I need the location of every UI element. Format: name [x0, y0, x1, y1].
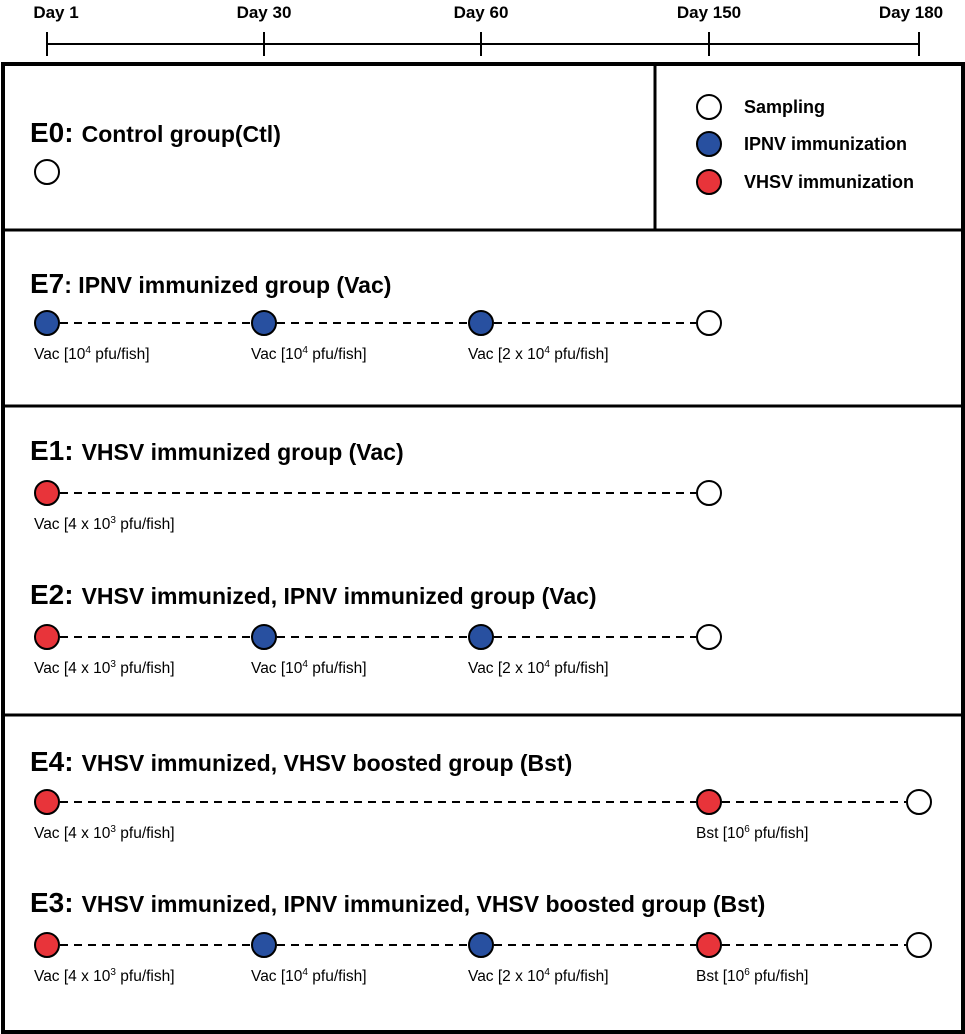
group-name: VHSV immunized, IPNV immunized group (Va… — [82, 583, 597, 609]
group-title: E0: Control group(Ctl) — [30, 117, 281, 148]
vhsv-marker-icon — [696, 932, 722, 958]
sampling-marker-icon — [696, 94, 722, 120]
group-id: E3: — [30, 887, 74, 918]
ipnv-marker-icon — [34, 310, 60, 336]
group-title: E1: VHSV immunized group (Vac) — [30, 435, 404, 466]
dose-label: Vac [2 x 104 pfu/fish] — [468, 967, 609, 985]
dose-label: Vac [4 x 103 pfu/fish] — [34, 824, 175, 842]
sampling-marker-icon — [696, 480, 722, 506]
group-e2: E2: VHSV immunized, IPNV immunized group … — [30, 579, 722, 677]
sampling-marker-icon — [696, 310, 722, 336]
vhsv-marker-icon — [696, 169, 722, 195]
legend-label: IPNV immunization — [744, 134, 907, 154]
ipnv-marker-icon — [251, 310, 277, 336]
dose-label: Vac [4 x 103 pfu/fish] — [34, 659, 175, 677]
timeline-day-label: Day 150 — [677, 3, 741, 22]
group-e1: E1: VHSV immunized group (Vac) Vac [4 x 10… — [30, 435, 722, 533]
group-name: VHSV immunized, IPNV immunized, VHSV boo… — [82, 891, 766, 917]
vhsv-marker-icon — [696, 789, 722, 815]
group-name: VHSV immunized group (Vac) — [82, 439, 404, 465]
ipnv-marker-icon — [468, 624, 494, 650]
ipnv-marker-icon — [468, 310, 494, 336]
group-title: E7: IPNV immunized group (Vac) — [30, 268, 391, 299]
group-e0: E0: Control group(Ctl) — [30, 117, 281, 185]
group-id: E0: — [30, 117, 74, 148]
sampling-marker-icon — [34, 159, 60, 185]
vhsv-marker-icon — [34, 932, 60, 958]
ipnv-marker-icon — [251, 624, 277, 650]
group-frame — [1, 62, 965, 1034]
sampling-marker-icon — [906, 789, 932, 815]
group-e7: E7: IPNV immunized group (Vac) Vac [104 p… — [30, 268, 722, 363]
dose-label: Bst [106 pfu/fish] — [696, 967, 808, 985]
ipnv-marker-icon — [251, 932, 277, 958]
sampling-marker-icon — [696, 624, 722, 650]
group-title: E3: VHSV immunized, IPNV immunized, VHSV … — [30, 887, 765, 918]
group-name: : IPNV immunized group (Vac) — [64, 272, 391, 298]
group-title: E4: VHSV immunized, VHSV boosted group (B… — [30, 746, 572, 777]
group-title: E2: VHSV immunized, IPNV immunized group … — [30, 579, 597, 610]
timeline-day-label: Day 30 — [237, 3, 292, 22]
dose-label: Bst [106 pfu/fish] — [696, 824, 808, 842]
timeline-day-label: Day 180 — [879, 3, 943, 22]
vhsv-marker-icon — [34, 624, 60, 650]
dose-label: Vac [104 pfu/fish] — [34, 345, 150, 363]
timeline-day-label: Day 1 — [33, 3, 78, 22]
dose-label: Vac [104 pfu/fish] — [251, 659, 367, 677]
dose-label: Vac [104 pfu/fish] — [251, 345, 367, 363]
group-id: E4: — [30, 746, 74, 777]
dose-label: Vac [104 pfu/fish] — [251, 967, 367, 985]
dose-label: Vac [2 x 104 pfu/fish] — [468, 659, 609, 677]
sampling-marker-icon — [906, 932, 932, 958]
group-name: VHSV immunized, VHSV boosted group (Bst) — [82, 750, 573, 776]
group-id: E1: — [30, 435, 74, 466]
outer-frame — [1, 62, 965, 1034]
dose-label: Vac [2 x 104 pfu/fish] — [468, 345, 609, 363]
group-id: E2: — [30, 579, 74, 610]
dose-label: Vac [4 x 103 pfu/fish] — [34, 967, 175, 985]
group-name: Control group(Ctl) — [82, 121, 281, 147]
group-e4: E4: VHSV immunized, VHSV boosted group (B… — [30, 746, 932, 842]
vhsv-marker-icon — [34, 480, 60, 506]
timeline-day-label: Day 60 — [454, 3, 509, 22]
group-id: E7 — [30, 268, 64, 299]
group-e3: E3: VHSV immunized, IPNV immunized, VHSV … — [30, 887, 932, 985]
ipnv-marker-icon — [468, 932, 494, 958]
legend-label: VHSV immunization — [744, 172, 914, 192]
ipnv-marker-icon — [696, 131, 722, 157]
vhsv-marker-icon — [34, 789, 60, 815]
dose-label: Vac [4 x 103 pfu/fish] — [34, 515, 175, 533]
groups: E0: Control group(Ctl) E7: IPNV immunized … — [30, 117, 932, 985]
timeline-axis: Day 1 Day 30 Day 60 Day 150 Day 180 — [33, 3, 943, 56]
legend-label: Sampling — [744, 97, 825, 117]
